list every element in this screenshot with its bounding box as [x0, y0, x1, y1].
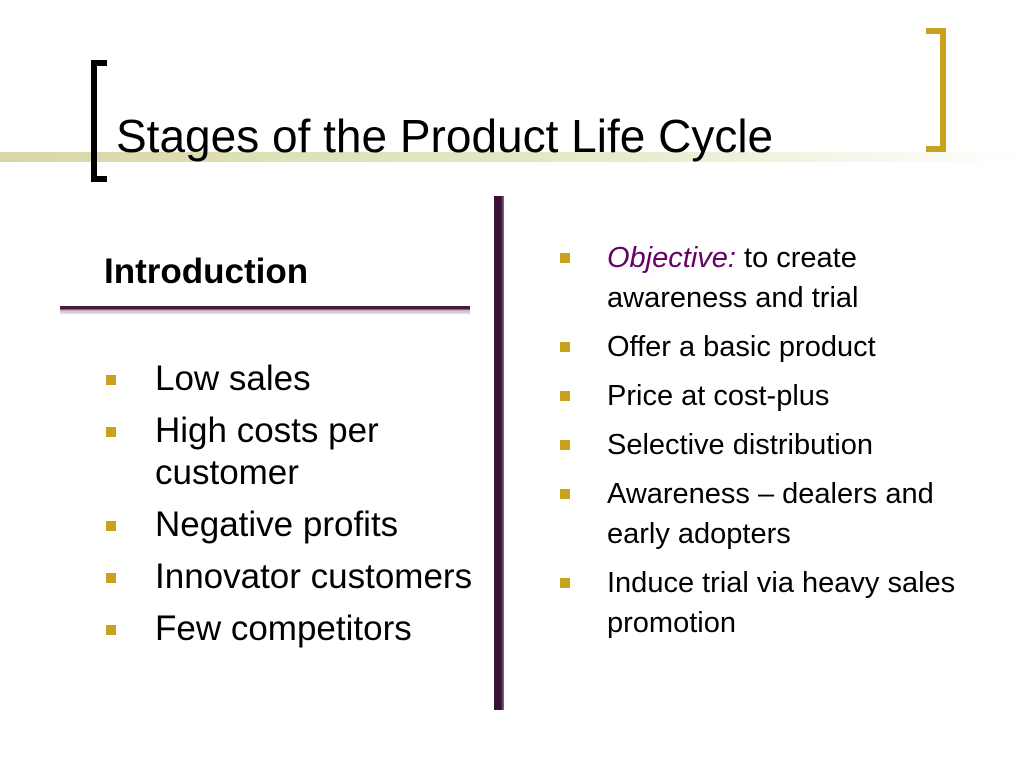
- square-bullet-icon: [106, 625, 116, 635]
- list-item: Innovator customers: [106, 556, 476, 598]
- square-bullet-icon: [106, 375, 116, 385]
- list-item: Negative profits: [106, 504, 476, 546]
- characteristics-list: Low sales High costs per customer Negati…: [106, 358, 476, 660]
- list-item: Selective distribution: [560, 425, 960, 465]
- list-item: Awareness – dealers and early adopters: [560, 474, 960, 554]
- square-bullet-icon: [560, 578, 570, 588]
- left-bracket-decoration: [91, 60, 107, 182]
- square-bullet-icon: [560, 489, 570, 499]
- square-bullet-icon: [106, 521, 116, 531]
- list-item: Few competitors: [106, 608, 476, 650]
- column-heading-introduction: Introduction: [104, 252, 309, 291]
- square-bullet-icon: [560, 253, 570, 263]
- right-bracket-decoration: [926, 28, 946, 152]
- list-item: Offer a basic product: [560, 327, 960, 367]
- column-divider: [494, 196, 504, 710]
- slide-title: Stages of the Product Life Cycle: [116, 110, 774, 162]
- list-item: Induce trial via heavy sales promotion: [560, 563, 960, 643]
- list-item-objective: Objective: to create awareness and trial: [560, 238, 960, 318]
- list-item-text: Few competitors: [155, 609, 412, 648]
- list-item-text: High costs per customer: [155, 411, 379, 492]
- square-bullet-icon: [106, 427, 116, 437]
- list-item-text: Awareness – dealers and early adopters: [607, 478, 934, 550]
- list-item: Low sales: [106, 358, 476, 400]
- heading-underline: [60, 306, 470, 314]
- list-item-text: Induce trial via heavy sales promotion: [607, 567, 956, 639]
- list-item-text: Negative profits: [155, 505, 399, 544]
- square-bullet-icon: [560, 440, 570, 450]
- list-item-text: Price at cost-plus: [607, 380, 830, 412]
- square-bullet-icon: [560, 391, 570, 401]
- objective-text: to create awareness and trial: [607, 242, 859, 314]
- list-item-text: Selective distribution: [607, 429, 873, 461]
- square-bullet-icon: [560, 342, 570, 352]
- title-underline-band: [0, 152, 1024, 162]
- list-item-text: Low sales: [155, 359, 311, 398]
- list-item-text: Innovator customers: [155, 557, 473, 596]
- strategy-list: Objective: to create awareness and trial…: [560, 238, 960, 652]
- list-item: Price at cost-plus: [560, 376, 960, 416]
- square-bullet-icon: [106, 573, 116, 583]
- list-item: High costs per customer: [106, 410, 476, 494]
- objective-label: Objective:: [607, 242, 736, 274]
- list-item-text: Offer a basic product: [607, 331, 876, 363]
